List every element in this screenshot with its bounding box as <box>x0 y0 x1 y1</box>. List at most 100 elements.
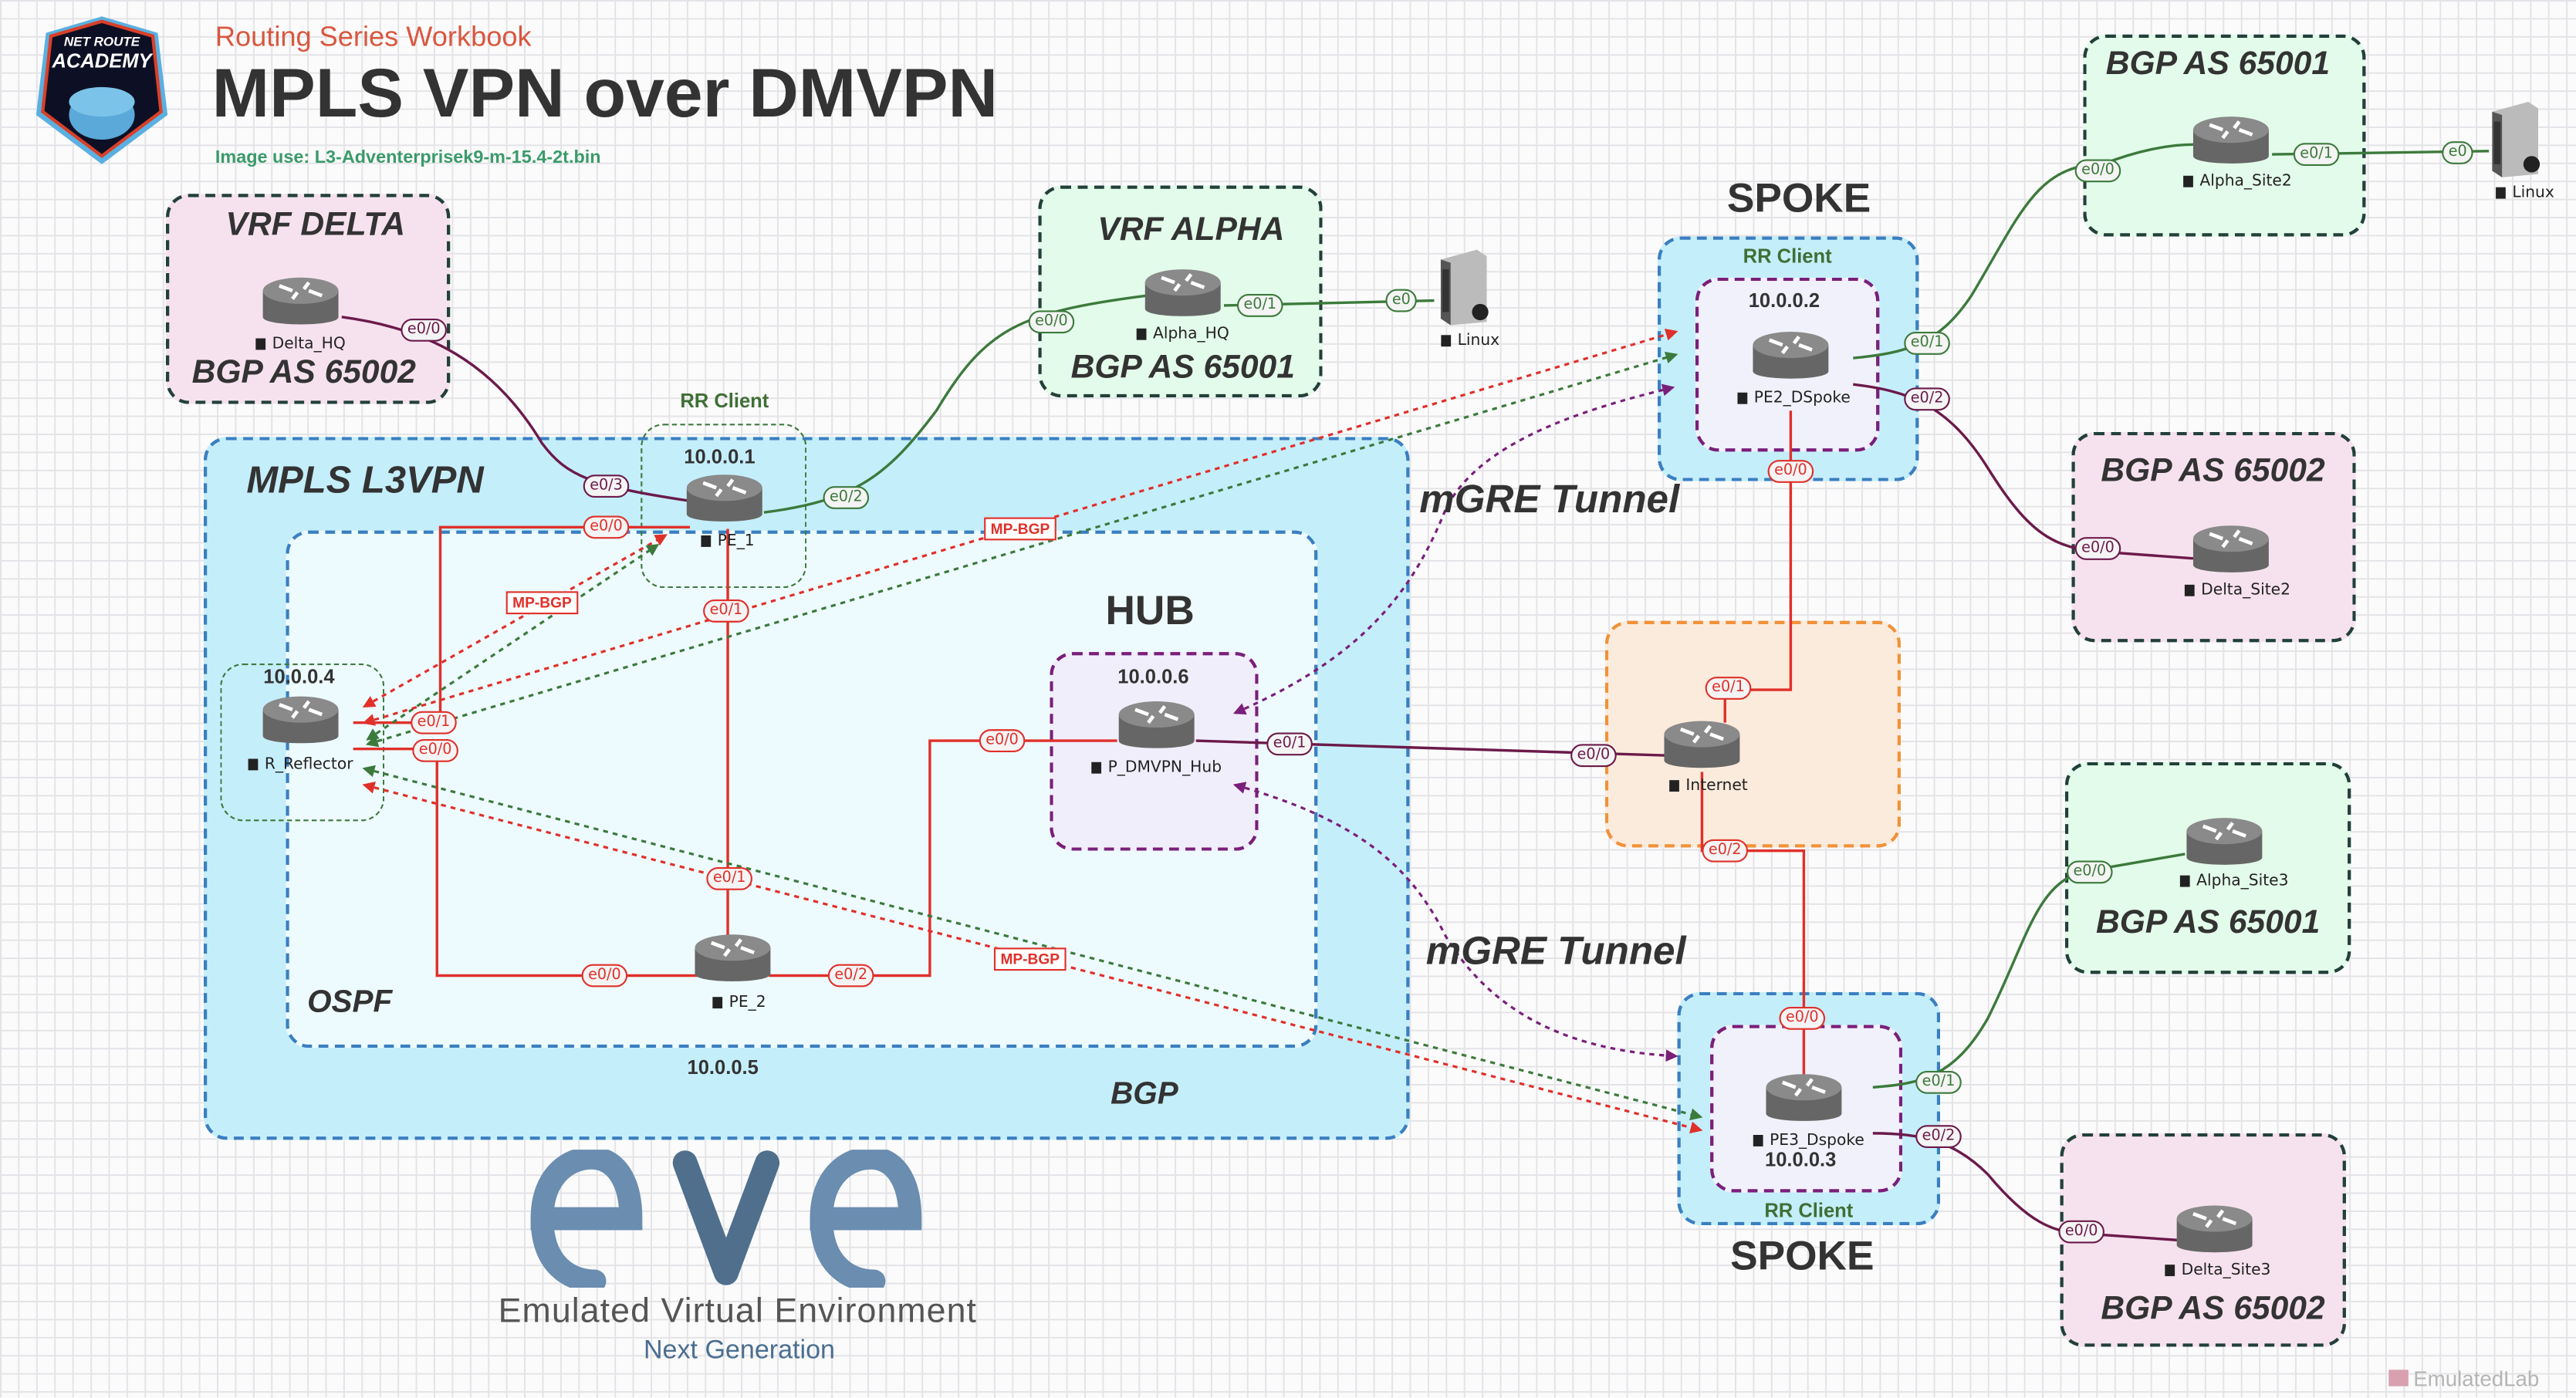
interface-label-e0-2: e0/2 <box>1904 387 1950 411</box>
router-icon[interactable] <box>1763 1071 1844 1130</box>
pe2-dspoke-ip: 10.0.0.2 <box>1748 289 1820 312</box>
spoke-top-rr-client: RR Client <box>1743 245 1832 268</box>
pe2-dspoke-label: PE2_DSpoke <box>1737 390 1851 407</box>
vrf-delta-as: BGP AS 65002 <box>191 354 416 391</box>
interface-label-e0-0: e0/0 <box>1767 460 1814 483</box>
interface-label-e0-2: e0/2 <box>1915 1125 1962 1149</box>
interface-label-e0-0: e0/0 <box>2066 860 2113 884</box>
spoke-bottom-title: SPOKE <box>1730 1233 1875 1280</box>
alpha-site2-label: Alpha_Site2 <box>2183 173 2291 191</box>
link-reflector-pe2 <box>353 748 698 978</box>
pe1-rr-client-label: RR Client <box>680 389 769 413</box>
interface-label-e0-1: e0/1 <box>1705 677 1752 700</box>
router-icon[interactable] <box>2190 113 2272 173</box>
interface-label-e0-2: e0/2 <box>823 486 870 509</box>
internet-label: Internet <box>1669 777 1747 795</box>
mgre-tunnel-hub-pe2dspoke <box>1232 383 1675 715</box>
linux-server-icon[interactable] <box>2486 99 2545 181</box>
bgp-label: BGP <box>1111 1077 1178 1113</box>
router-icon[interactable] <box>2183 815 2265 874</box>
interface-label-e0-0: e0/0 <box>2058 1220 2105 1244</box>
link-pe2dspoke-alphasite2 <box>1853 143 2193 360</box>
interface-label-e0-0: e0/0 <box>1570 744 1617 768</box>
site3-alpha-as: BGP AS 65001 <box>2095 904 2321 941</box>
hub-label: P_DMVPN_Hub <box>1091 759 1222 777</box>
router-icon[interactable] <box>259 693 341 752</box>
page-title: MPLS VPN over DMVPN <box>211 54 999 132</box>
alpha-site3-label: Alpha_Site3 <box>2180 872 2288 890</box>
pe1-ip: 10.0.0.1 <box>684 444 756 468</box>
mp-bgp-label: MP-BGP <box>505 591 579 615</box>
ospf-label: OSPF <box>307 985 393 1020</box>
hub-ip: 10.0.0.6 <box>1117 665 1189 688</box>
interface-label-e0-0: e0/0 <box>2074 159 2121 183</box>
interface-label-e0: e0 <box>1385 289 1418 312</box>
interface-label-e0-2: e0/2 <box>1702 839 1749 863</box>
router-icon[interactable] <box>1749 329 1831 388</box>
router-icon[interactable] <box>259 275 341 334</box>
interface-label-e0-0: e0/0 <box>583 515 630 539</box>
delta-site2-label: Delta_Site2 <box>2185 582 2290 599</box>
mpls-l3vpn-title: MPLS L3VPN <box>246 458 484 501</box>
interface-label-e0-0: e0/0 <box>1779 1006 1826 1030</box>
interface-label-e0-3: e0/3 <box>583 474 630 498</box>
link-pe3dspoke-deltasite3 <box>1872 1132 2177 1241</box>
router-icon[interactable] <box>1661 718 1743 777</box>
alpha-hq-label: Alpha_HQ <box>1137 326 1229 343</box>
router-icon[interactable] <box>2190 522 2272 582</box>
watermark-text: EmulatedLab <box>2413 1366 2540 1392</box>
mgre-tunnel-label-bottom: mGRE Tunnel <box>1425 929 1686 974</box>
vrf-alpha-title: VRF ALPHA <box>1097 211 1285 248</box>
vrf-delta-title: VRF DELTA <box>225 207 406 244</box>
site2-delta-as: BGP AS 65002 <box>2101 453 2325 490</box>
linux-server-icon[interactable] <box>1434 246 1493 328</box>
workbook-subtitle: Routing Series Workbook <box>215 21 532 53</box>
link-pe2-hub <box>769 739 1117 978</box>
mp-bgp-label: MP-BGP <box>993 947 1067 971</box>
eve-logo: eve <box>530 1150 922 1288</box>
interface-label-e0-1: e0/1 <box>411 711 457 734</box>
mgre-tunnel-label-top: mGRE Tunnel <box>1419 478 1680 522</box>
mgre-tunnel-hub-pe3dspoke <box>1232 782 1678 1062</box>
mp-bgp-label: MP-BGP <box>984 517 1056 541</box>
hub-title: HUB <box>1105 588 1195 634</box>
pe3-dspoke-ip: 10.0.0.3 <box>1764 1148 1837 1171</box>
interface-label-e0-1: e0/1 <box>706 867 753 890</box>
mpbgp-session-reflector-pe2dspoke-green <box>365 351 1678 748</box>
reflector-ip: 10.0.0.4 <box>263 665 335 688</box>
router-icon[interactable] <box>2173 1202 2255 1261</box>
linux2-label: Linux <box>2496 184 2554 201</box>
pe2-label: PE_2 <box>712 994 766 1011</box>
reflector-label: R_Reflector <box>248 755 353 773</box>
mpbgp-session-reflector-pe1-green <box>366 543 660 741</box>
link-internet-pe2dspoke <box>1723 410 1793 723</box>
delta-site3-label: Delta_Site3 <box>2165 1261 2271 1279</box>
router-icon[interactable] <box>684 471 766 531</box>
site3-alpha-box <box>2064 761 2351 974</box>
interface-label-e0-1: e0/1 <box>1904 332 1950 355</box>
pe3-dspoke-label: PE3_Dspoke <box>1753 1132 1864 1150</box>
router-icon[interactable] <box>691 931 773 991</box>
spoke-bottom-rr-client: RR Client <box>1764 1199 1854 1222</box>
interface-label-e0-1: e0/1 <box>1915 1070 1962 1094</box>
interface-label-e0-0: e0/0 <box>581 964 628 988</box>
interface-label-e0-0: e0/0 <box>979 729 1026 752</box>
interface-label-e0-0: e0/0 <box>412 738 458 762</box>
mpbgp-session-reflector-pe3dspoke-green <box>362 765 1703 1121</box>
link-pe3dspoke-alphasite3 <box>1872 853 2186 1089</box>
interface-label-e0-1: e0/1 <box>1236 294 1283 317</box>
image-use-note: Image use: L3-Adventerprisek9-m-15.4-2t.… <box>215 147 601 168</box>
link-pe1-alphahq <box>763 294 1148 514</box>
interface-label-e0-2: e0/2 <box>827 964 874 988</box>
emulatedlab-watermark: EmulatedLab <box>2388 1366 2539 1391</box>
interface-label-e0-0: e0/0 <box>401 318 448 342</box>
router-icon[interactable] <box>1142 266 1224 326</box>
vrf-alpha-as: BGP AS 65001 <box>1070 350 1295 387</box>
net-route-academy-logo: NET ROUTE ACADEMY <box>35 16 168 164</box>
interface-label-e0-1: e0/1 <box>2293 143 2340 167</box>
interface-label-e0-0: e0/0 <box>1028 310 1075 334</box>
router-icon[interactable] <box>1115 698 1197 758</box>
site3-delta-as: BGP AS 65002 <box>2101 1291 2325 1328</box>
link-pe2dspoke-deltasite2 <box>1853 383 2194 560</box>
